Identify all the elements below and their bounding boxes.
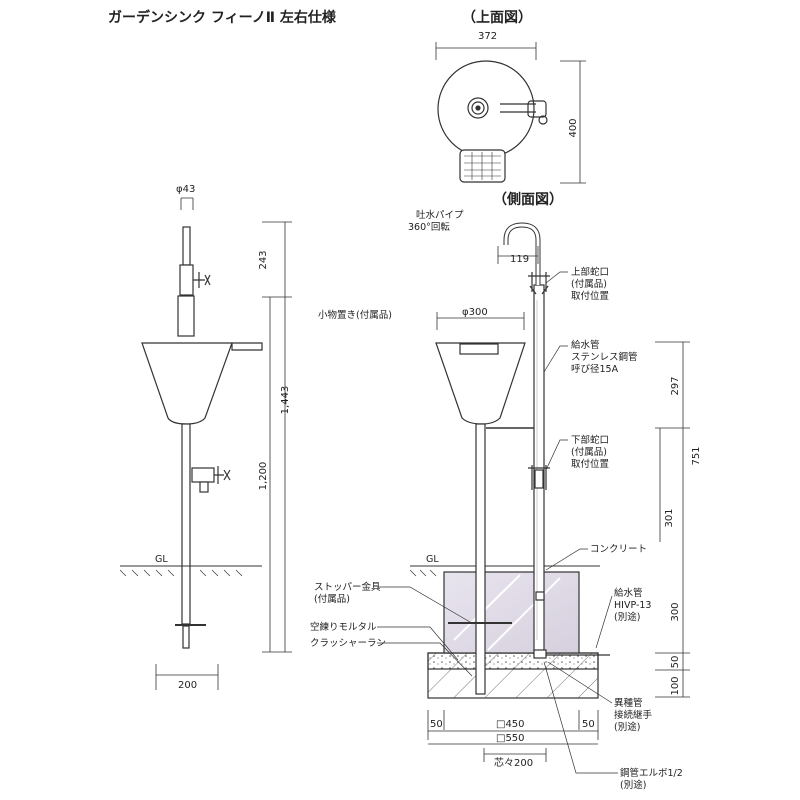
top-view [435,42,586,184]
side-foundation [427,571,599,699]
supply-pipe-label-3: 呼び径15A [571,363,619,375]
front-view [141,197,292,690]
crusher-label: クラッシャーラン [310,638,386,649]
top-depth-dim: 400 [568,118,579,137]
stopper-label-2: (付属品) [314,594,350,605]
spout-label-2: 360°回転 [408,222,450,233]
dim-751: 751 [691,446,702,465]
upper-faucet-label-1: 上部蛇口 [571,266,609,278]
upper-faucet-label-3: 取付位置 [571,290,609,302]
tray-label: 小物置き(付属品) [318,309,392,321]
bowl-diameter-dim: φ300 [462,307,488,318]
spout-label-1: 吐水パイプ [416,209,464,221]
dim-100: 100 [670,676,681,695]
top-width-dim: 372 [478,31,497,42]
concrete-label: コンクリート [590,544,647,555]
hivp-label-3: (別途) [614,611,640,623]
dim-300: 300 [670,602,681,621]
side-ground-line [409,565,600,577]
dim-bottom-50-left: 50 [430,719,443,730]
pipe-diameter-dim: φ43 [176,184,195,195]
mortar-label: 空練りモルタル [310,621,377,633]
diagram-title: ガーデンシンク フィーノⅡ 左右仕様 [108,9,337,26]
front-gl-label: GL [155,554,168,565]
joint-label-3: (別途) [614,721,640,733]
supply-pipe-label-2: ステンレス鋼管 [571,351,638,363]
dim-bottom-550: □550 [496,733,525,744]
front-total-height-dim: 1,443 [280,386,291,415]
stopper-label-1: ストッパー金具 [314,581,381,593]
spout-offset-dim: 119 [510,254,529,265]
elbow-label-1: 鋼管エルボ1/2 [620,767,683,779]
elbow-label-2: (別途) [620,779,646,791]
front-ground-line [119,565,262,577]
hivp-label-2: HIVP-13 [614,600,651,611]
front-base-width-dim: 200 [178,680,197,691]
top-view-heading: （上面図） [462,10,532,26]
supply-pipe-label-1: 給水管 [571,339,600,351]
joint-label-1: 異種管 [614,697,643,709]
front-top-height-dim: 243 [258,250,269,269]
dim-297: 297 [670,376,681,395]
side-view [435,222,610,695]
dim-50: 50 [670,656,681,669]
joint-label-2: 接続継手 [614,709,653,721]
dim-bottom-450: □450 [496,719,525,730]
front-lower-height-dim: 1,200 [258,462,269,491]
side-dims [427,246,690,762]
lower-faucet-label-1: 下部蛇口 [571,434,609,446]
upper-faucet-label-2: (付属品) [571,279,607,290]
dim-bottom-50-right: 50 [582,719,595,730]
dim-bottom-pitch: 芯々200 [494,756,533,769]
side-view-heading: （側面図） [493,191,563,208]
lower-faucet-label-2: (付属品) [571,447,607,458]
dim-301: 301 [664,508,675,527]
hivp-label-1: 給水管 [614,587,643,599]
leader-lines [377,271,618,774]
lower-faucet-label-3: 取付位置 [571,458,609,470]
side-gl-label: GL [426,554,439,565]
